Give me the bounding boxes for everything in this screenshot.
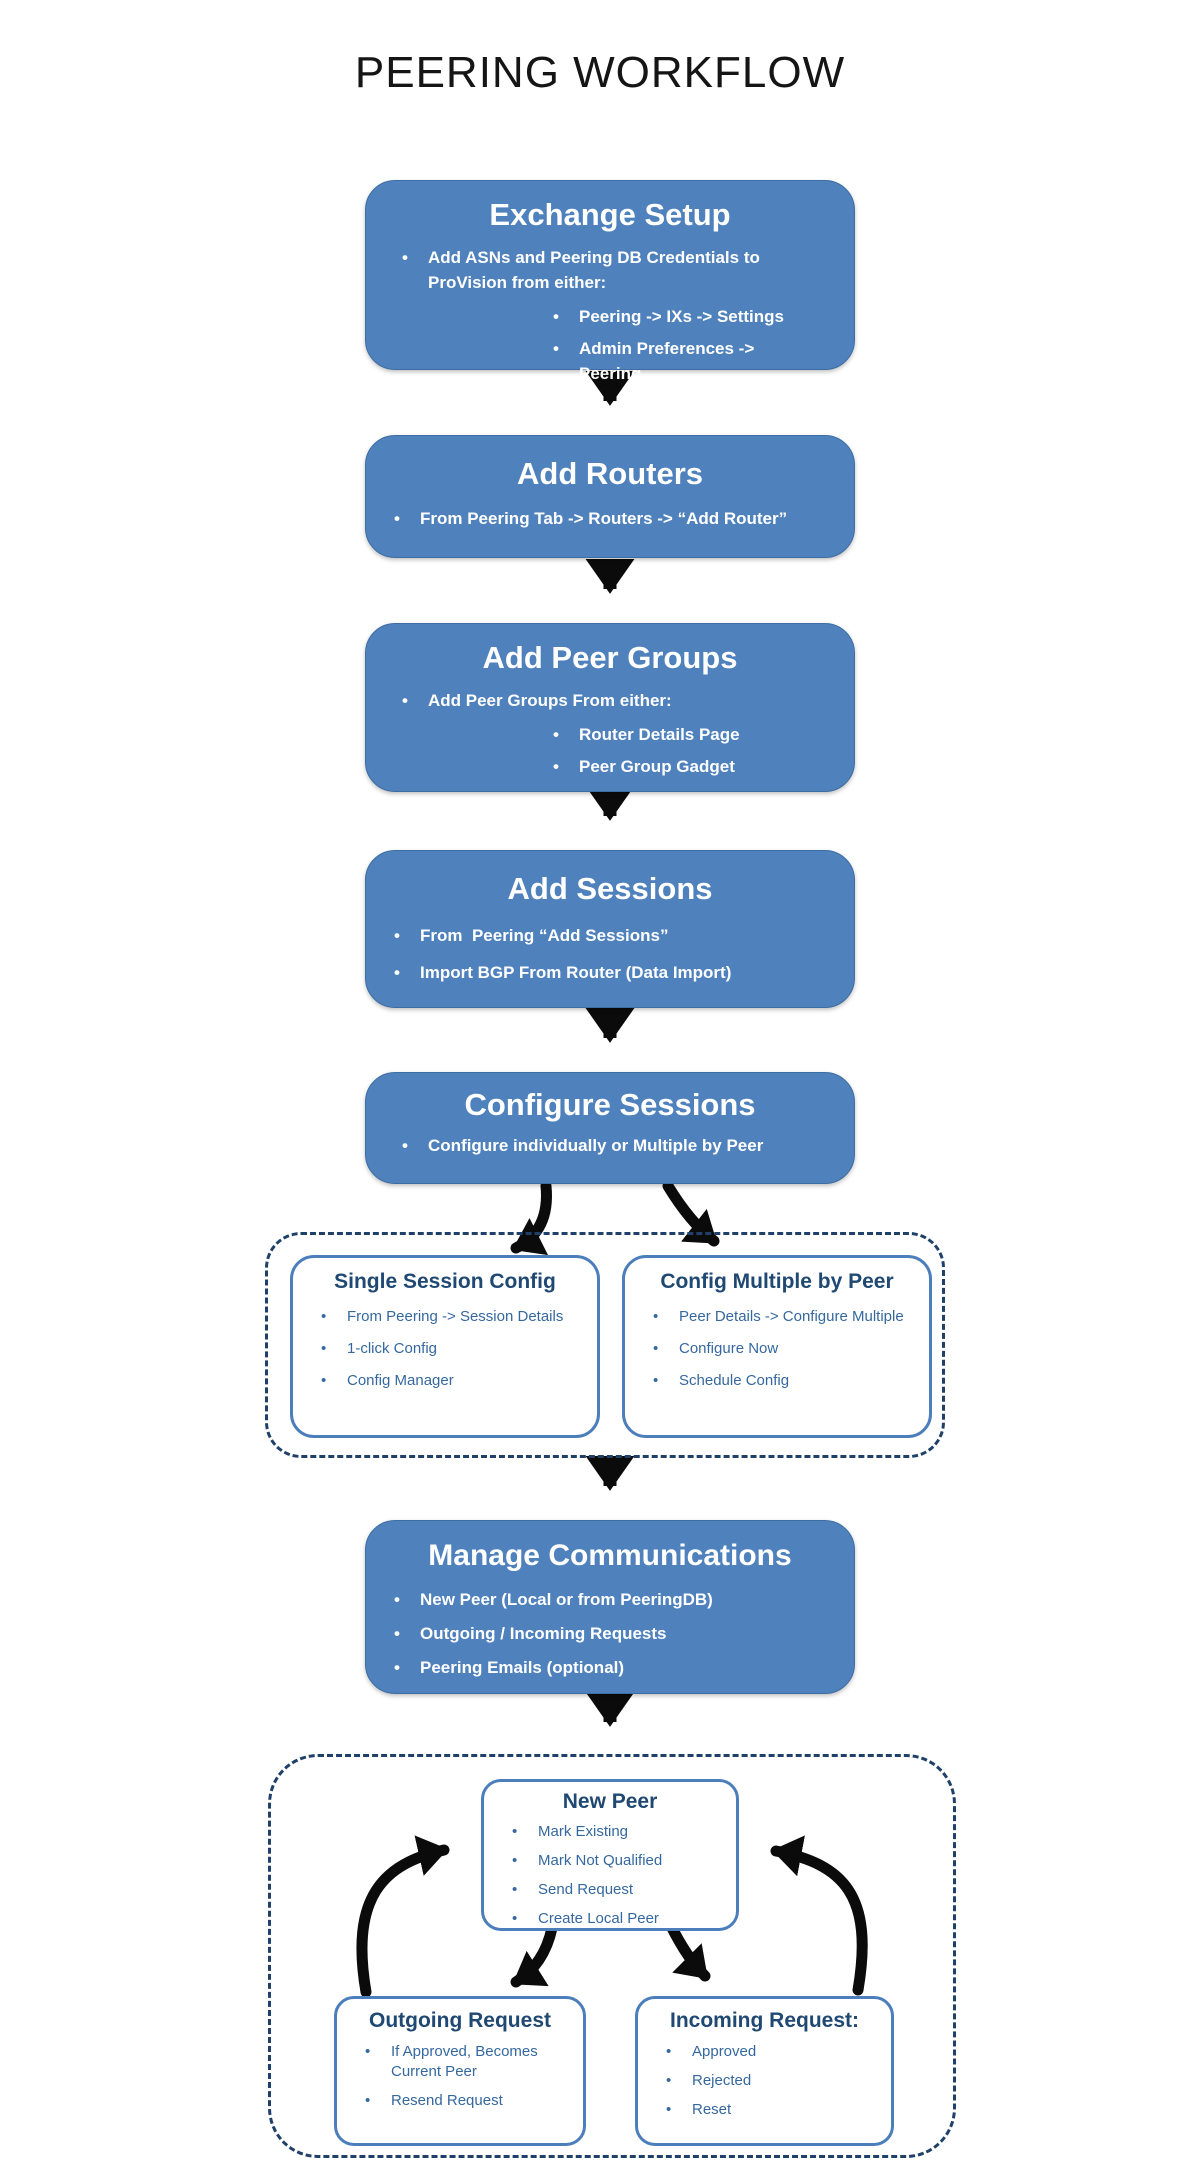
add-routers-list: From Peering Tab -> Routers -> “Add Rout… — [366, 506, 854, 531]
bullet-item: Reset — [664, 2100, 875, 2120]
incoming-request-title: Incoming Request: — [669, 2009, 859, 2032]
bullet-item: Outgoing / Incoming Requests — [388, 1621, 818, 1646]
new-peer-list: Mark Existing Mark Not Qualified Send Re… — [484, 1822, 736, 1929]
outgoing-request-title: Outgoing Request — [369, 2009, 551, 2032]
page-title: PEERING WORKFLOW — [354, 48, 846, 97]
bullet-item: Rejected — [664, 2071, 875, 2091]
bullet-item: Import BGP From Router (Data Import) — [388, 960, 818, 985]
exchange-setup-box: Exchange Setup Add ASNs and Peering DB C… — [365, 180, 855, 383]
add-peer-groups-title: Add Peer Groups — [482, 640, 738, 675]
exchange-setup-list: Add ASNs and Peering DB Credentials to P… — [366, 245, 854, 386]
bullet-item: Peering Emails (optional) — [388, 1655, 818, 1680]
bullet-item: If Approved, Becomes Current Peer — [363, 2042, 567, 2082]
manage-communications-box: Manage Communications New Peer (Local or… — [365, 1520, 855, 1694]
bullet-item: From Peering Tab -> Routers -> “Add Rout… — [388, 506, 818, 531]
bullet-item: New Peer (Local or from PeeringDB) — [388, 1587, 818, 1612]
exchange-setup-title: Exchange Setup — [489, 197, 731, 232]
configure-sessions-list: Configure individually or Multiple by Pe… — [366, 1133, 854, 1158]
bullet-item: From Peering “Add Sessions” — [388, 923, 818, 948]
add-sessions-title: Add Sessions — [507, 871, 713, 906]
new-peer-title: New Peer — [562, 1790, 658, 1813]
bullet-item: Mark Not Qualified — [510, 1851, 720, 1871]
bullet-item: Configure individually or Multiple by Pe… — [396, 1133, 818, 1158]
incoming-request-list: Approved Rejected Reset — [638, 2042, 891, 2120]
session-config-options-container — [265, 1232, 945, 1458]
config-multiple-by-peer-title: Config Multiple by Peer — [660, 1270, 894, 1293]
bullet-item: Add Peer Groups From either: — [396, 688, 818, 713]
incoming-request-box: Incoming Request: Approved Rejected Rese… — [635, 1996, 894, 2146]
bullet-item: Peer Group Gadget — [549, 754, 818, 779]
bullet-item: Send Request — [510, 1880, 720, 1900]
bullet-item: Create Local Peer — [510, 1909, 720, 1929]
bullet-item: Configure Now — [651, 1338, 913, 1359]
bullet-item: Peering -> IXs -> Settings — [549, 304, 818, 329]
outgoing-request-box: Outgoing Request If Approved, Becomes Cu… — [334, 1996, 586, 2146]
single-session-config-title: Single Session Config — [334, 1270, 556, 1293]
manage-communications-title: Manage Communications — [428, 1539, 792, 1572]
configure-sessions-title: Configure Sessions — [464, 1087, 756, 1122]
bullet-item: From Peering -> Session Details — [319, 1306, 581, 1327]
bullet-item: Mark Existing — [510, 1822, 720, 1842]
bullet-item: Schedule Config — [651, 1370, 913, 1391]
add-peer-groups-box: Add Peer Groups Add Peer Groups From eit… — [365, 623, 855, 792]
add-sessions-box: Add Sessions From Peering “Add Sessions”… — [365, 850, 855, 1008]
manage-communications-list: New Peer (Local or from PeeringDB) Outgo… — [366, 1587, 854, 1680]
single-session-config-box: Single Session Config From Peering -> Se… — [290, 1255, 600, 1438]
bullet-item: Peer Details -> Configure Multiple — [651, 1306, 913, 1327]
bullet-item: Resend Request — [363, 2091, 567, 2111]
config-multiple-by-peer-list: Peer Details -> Configure Multiple Confi… — [625, 1306, 929, 1391]
communications-cycle-container — [268, 1754, 956, 2158]
new-peer-box: New Peer Mark Existing Mark Not Qualifie… — [481, 1779, 739, 1931]
add-peer-groups-list: Add Peer Groups From either: Router Deta… — [366, 688, 854, 779]
bullet-item: Add ASNs and Peering DB Credentials to P… — [396, 245, 818, 295]
bullet-item: Approved — [664, 2042, 875, 2062]
outgoing-request-list: If Approved, Becomes Current Peer Resend… — [337, 2042, 583, 2111]
single-session-config-list: From Peering -> Session Details 1-click … — [293, 1306, 597, 1391]
bullet-item: Admin Preferences -> Peering — [549, 336, 818, 386]
add-routers-box: Add Routers From Peering Tab -> Routers … — [365, 435, 855, 558]
add-sessions-list: From Peering “Add Sessions” Import BGP F… — [366, 923, 854, 985]
bullet-item: Router Details Page — [549, 722, 818, 747]
bullet-item: 1-click Config — [319, 1338, 581, 1359]
add-routers-title: Add Routers — [517, 456, 703, 491]
bullet-item: Config Manager — [319, 1370, 581, 1391]
config-multiple-by-peer-box: Config Multiple by Peer Peer Details -> … — [622, 1255, 932, 1438]
configure-sessions-box: Configure Sessions Configure individuall… — [365, 1072, 855, 1184]
